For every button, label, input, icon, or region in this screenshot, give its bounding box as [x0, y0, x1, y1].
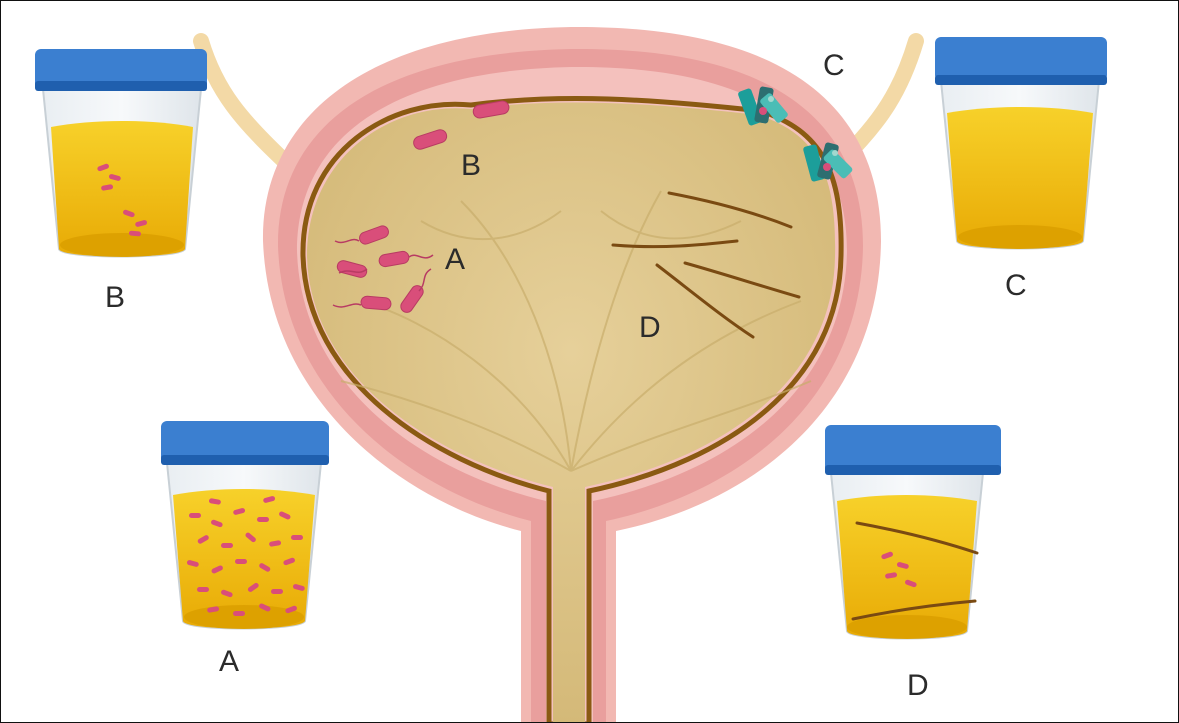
ureter-left [201, 41, 293, 169]
bladder-label-c: C [823, 49, 845, 82]
specimen-cup-a [161, 421, 329, 629]
cup-label-d: D [907, 669, 929, 702]
bladder-label-b: B [461, 149, 481, 182]
cup-label-a: A [219, 645, 239, 678]
specimen-cup-d [825, 425, 1001, 639]
specimen-cup-b [35, 49, 207, 257]
specimen-cup-c [935, 37, 1107, 249]
bladder-label-d: D [639, 311, 661, 344]
cup-label-b: B [105, 281, 125, 314]
bladder-label-a: A [445, 243, 465, 276]
cup-label-c: C [1005, 269, 1027, 302]
